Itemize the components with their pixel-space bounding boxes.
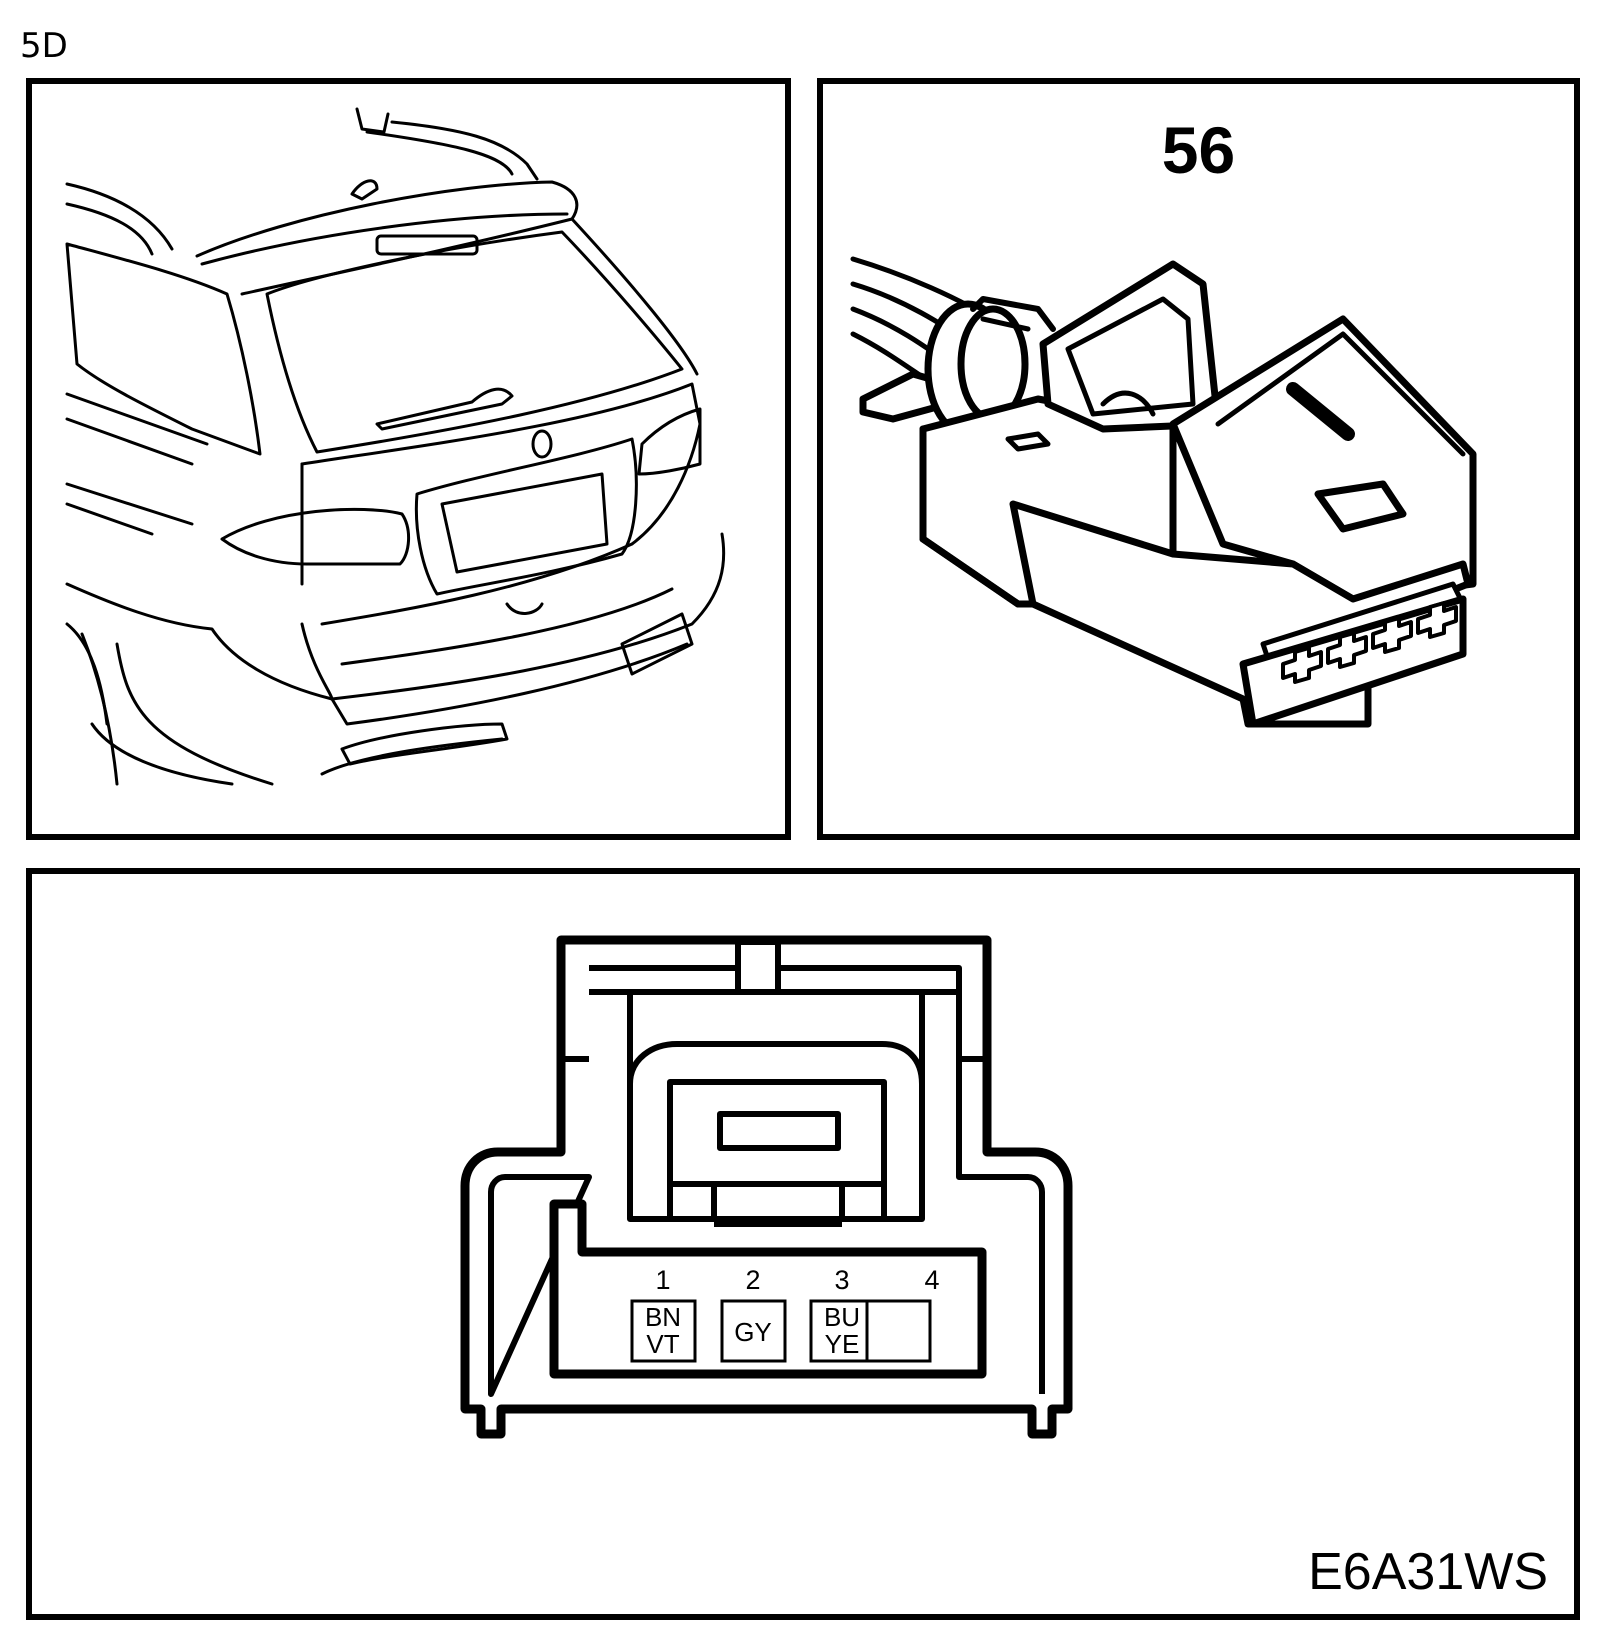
pin-1-number: 1 [655, 1265, 670, 1295]
pin-4-cavity [865, 1299, 932, 1363]
diagram-code: E6A31WS [1308, 1543, 1548, 1601]
page-label: 5D [20, 26, 68, 66]
pin-1-cavity [630, 1299, 697, 1363]
connector-illustration [850, 256, 1477, 728]
connector-view-panel: 56 [817, 78, 1580, 840]
pin-2-wire-color: GY [734, 1317, 772, 1347]
vehicle-location-panel [26, 78, 791, 840]
connector-number: 56 [1161, 113, 1236, 187]
pin-3-number: 3 [834, 1265, 849, 1295]
pin-4-number: 4 [924, 1265, 939, 1295]
vehicle-rear-illustration [65, 107, 726, 786]
pin-1-wire-color: VT [646, 1329, 679, 1359]
pin-2-number: 2 [745, 1265, 760, 1295]
pin-1-wire-color: BN [645, 1302, 681, 1332]
pin-3-wire-color: BU [824, 1302, 860, 1332]
pin-2-cavity [720, 1299, 787, 1363]
pin-3-wire-color: YE [825, 1329, 860, 1359]
